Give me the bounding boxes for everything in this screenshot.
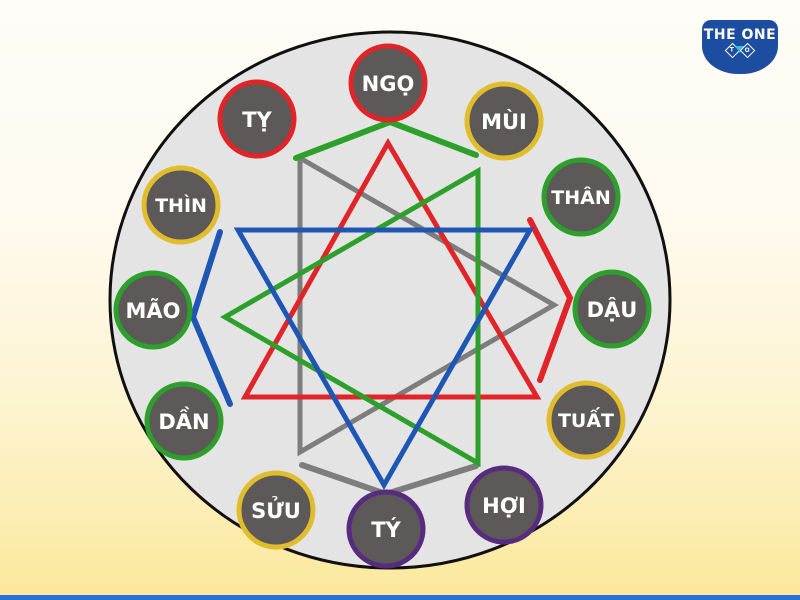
zodiac-node-circle: [113, 270, 193, 350]
zodiac-node-mui: MÙI: [464, 81, 544, 161]
zodiac-node-label: DẦN: [158, 406, 209, 434]
zodiac-node-label: DẬU: [587, 296, 638, 322]
zodiac-node-than: THÂN: [541, 157, 621, 237]
zodiac-node-tuat: TUẤT: [546, 380, 626, 460]
logo-badge: THE ONE T O: [702, 20, 778, 74]
zodiac-node-dan: DẦN: [144, 381, 224, 461]
zodiac-node-label: THÌN: [155, 194, 207, 217]
zodiac-node-mao: MÃO: [113, 270, 193, 350]
zodiac-node-dau: DẬU: [572, 269, 652, 349]
zodiac-node-thin: THÌN: [141, 165, 221, 245]
zodiac-node-ngo: NGỌ: [348, 43, 428, 123]
zodiac-node-suu: SỬU: [236, 470, 316, 550]
zodiac-node-circle: [236, 470, 316, 550]
zodiac-node-circle: [541, 157, 621, 237]
zodiac-node-circle: [572, 269, 652, 349]
zodiac-node-circle: [144, 381, 224, 461]
zodiac-node-label: MÙI: [481, 109, 527, 134]
zodiac-node-circle: [464, 465, 544, 545]
zodiac-node-label: TUẤT: [558, 406, 614, 432]
zodiac-node-circle: [546, 380, 626, 460]
zodiac-node-hoi: HỢI: [464, 465, 544, 545]
zodiac-node-circle: [464, 81, 544, 161]
trine-line-dan-ngo-tuat: [240, 137, 542, 400]
zodiac-node-ty: TÝ: [346, 489, 426, 569]
zodiac-node-label: TÝ: [371, 517, 401, 542]
zodiac-node-label: THÂN: [551, 186, 610, 209]
zodiac-node-circle: [348, 43, 428, 123]
zodiac-node-label: HỢI: [482, 494, 526, 518]
zodiac-node-circle: [141, 165, 221, 245]
chevron-marker-dau: [527, 217, 574, 383]
logo-text: THE ONE: [703, 27, 777, 43]
zodiac-node-label: NGỌ: [362, 72, 415, 96]
trine-line-than-ty-thin: [233, 227, 535, 491]
zodiac-node-circle: [217, 79, 297, 159]
zodiac-node-label: SỬU: [251, 496, 301, 523]
zodiac-node-label: MÃO: [125, 298, 180, 323]
chevron-marker-mao: [189, 229, 233, 407]
zodiac-node-ty: TỴ: [217, 79, 297, 159]
zodiac-node-label: TỴ: [242, 108, 272, 132]
bottom-accent-bar: [0, 595, 800, 600]
zodiac-node-circle: [346, 489, 426, 569]
logo-diamonds-icon: T O: [724, 42, 756, 59]
